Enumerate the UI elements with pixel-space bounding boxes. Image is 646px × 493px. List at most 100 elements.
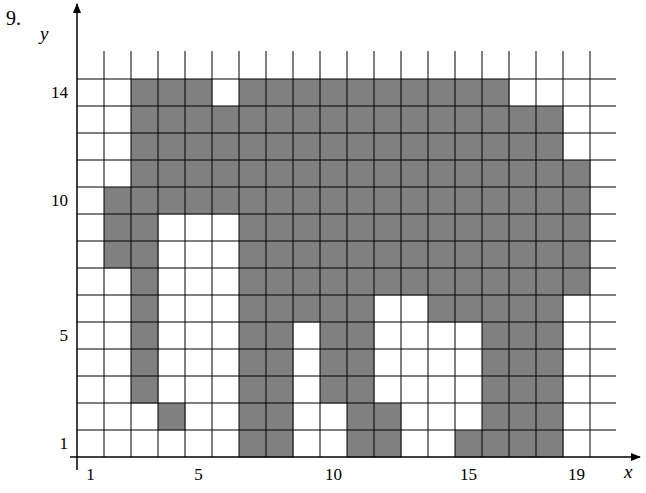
grid-line: [77, 322, 616, 323]
shaded-cell: [509, 106, 537, 134]
shaded-cell: [347, 295, 375, 323]
shaded-cell: [239, 241, 267, 269]
shaded-cell: [509, 322, 537, 350]
shaded-cell: [428, 295, 456, 323]
shaded-cell: [185, 106, 213, 134]
shaded-cell: [320, 106, 348, 134]
shaded-cell: [428, 268, 456, 296]
shaded-cell: [131, 214, 159, 242]
shaded-cell: [185, 160, 213, 188]
shaded-cell: [347, 79, 375, 107]
grid-line: [428, 51, 429, 457]
shaded-cell: [320, 349, 348, 377]
shaded-cell: [536, 349, 564, 377]
shaded-cell: [320, 133, 348, 161]
y-axis: [76, 4, 78, 470]
shaded-cell: [563, 268, 591, 296]
shaded-cell: [455, 268, 483, 296]
shaded-cell: [293, 187, 321, 215]
grid-line: [77, 106, 616, 107]
shaded-cell: [185, 133, 213, 161]
shaded-cell: [374, 430, 402, 458]
shaded-cell: [266, 241, 294, 269]
shaded-cell: [266, 106, 294, 134]
shaded-cell: [158, 160, 186, 188]
grid-line: [482, 51, 483, 457]
grid-line: [455, 51, 456, 457]
grid-line: [77, 430, 616, 431]
shaded-cell: [158, 403, 186, 431]
shaded-cell: [482, 187, 510, 215]
shaded-cell: [509, 349, 537, 377]
shaded-cell: [347, 403, 375, 431]
grid-line: [563, 51, 564, 457]
shaded-cell: [347, 133, 375, 161]
shaded-cell: [428, 241, 456, 269]
shaded-cell: [536, 106, 564, 134]
shaded-cell: [320, 160, 348, 188]
shaded-cell: [482, 214, 510, 242]
shaded-cell: [428, 187, 456, 215]
shaded-cell: [374, 403, 402, 431]
grid-line: [77, 376, 616, 377]
tick-label: 5: [194, 466, 203, 483]
tick-label: 14: [51, 84, 68, 101]
shaded-cell: [509, 160, 537, 188]
shaded-cell: [536, 133, 564, 161]
shaded-cell: [131, 160, 159, 188]
shaded-cell: [374, 79, 402, 107]
shaded-cell: [131, 349, 159, 377]
shaded-cell: [536, 160, 564, 188]
shaded-cell: [239, 79, 267, 107]
shaded-cell: [401, 214, 429, 242]
shaded-cell: [320, 187, 348, 215]
grid-line: [77, 79, 616, 80]
shaded-cell: [482, 322, 510, 350]
grid-line: [77, 268, 616, 269]
shaded-cell: [428, 106, 456, 134]
shaded-cell: [401, 160, 429, 188]
shaded-cell: [239, 430, 267, 458]
grid-line: [104, 51, 105, 457]
shaded-cell: [239, 268, 267, 296]
shaded-cell: [563, 241, 591, 269]
shaded-cell: [374, 214, 402, 242]
shaded-cell: [212, 187, 240, 215]
shaded-cell: [563, 187, 591, 215]
shaded-cell: [158, 106, 186, 134]
shaded-cell: [482, 106, 510, 134]
shaded-cell: [212, 106, 240, 134]
grid-line: [131, 51, 132, 457]
shaded-cell: [455, 214, 483, 242]
shaded-cell: [563, 214, 591, 242]
shaded-cell: [239, 106, 267, 134]
shaded-cell: [185, 187, 213, 215]
shaded-cell: [482, 241, 510, 269]
shaded-cell: [455, 160, 483, 188]
shaded-cell: [347, 241, 375, 269]
shaded-cell: [347, 322, 375, 350]
grid-line: [536, 51, 537, 457]
tick-label: 1: [60, 435, 69, 452]
shaded-cell: [536, 322, 564, 350]
shaded-cell: [185, 79, 213, 107]
shaded-cell: [266, 79, 294, 107]
shaded-cell: [401, 133, 429, 161]
shaded-cell: [293, 79, 321, 107]
shaded-cell: [266, 268, 294, 296]
shaded-cell: [320, 214, 348, 242]
shaded-cell: [455, 133, 483, 161]
shaded-cell: [374, 187, 402, 215]
shaded-cell: [536, 214, 564, 242]
shaded-cell: [347, 268, 375, 296]
shaded-cell: [347, 214, 375, 242]
grid-line: [374, 51, 375, 457]
grid-line: [77, 349, 616, 350]
shaded-cell: [509, 295, 537, 323]
shaded-cell: [239, 133, 267, 161]
shaded-cell: [239, 295, 267, 323]
shaded-cell: [266, 322, 294, 350]
grid-line: [77, 214, 616, 215]
shaded-cell: [158, 79, 186, 107]
